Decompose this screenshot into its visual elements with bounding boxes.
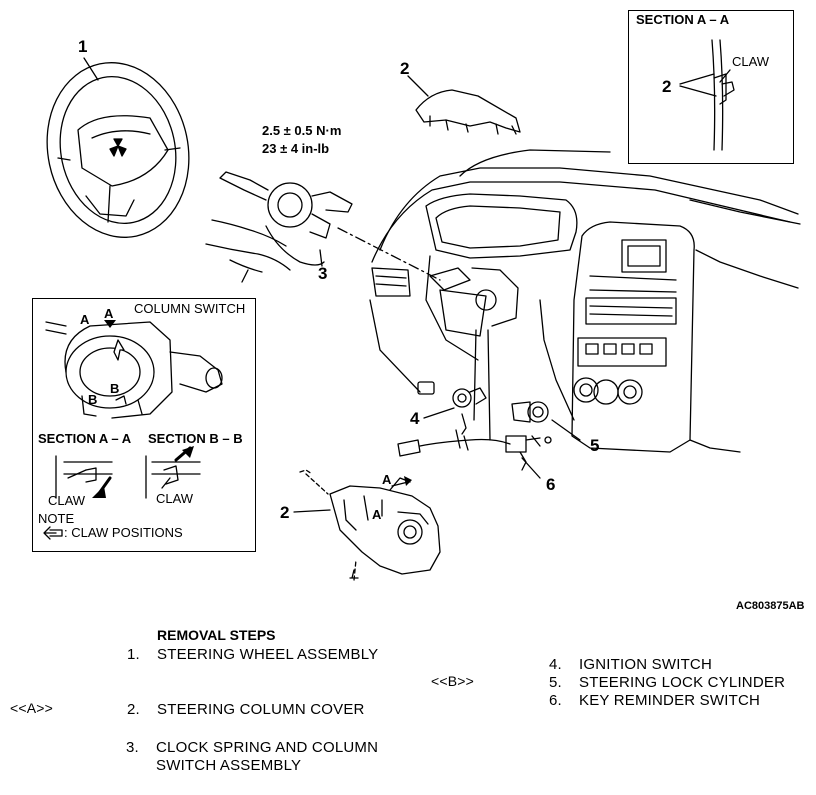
detail-box bbox=[32, 298, 256, 552]
figure-id: AC803875AB bbox=[736, 600, 805, 612]
torque-line-2: 23 ± 4 in-lb bbox=[262, 141, 330, 156]
detail-section-aa: SECTION A – A bbox=[38, 431, 132, 446]
ref-b: <<B>> bbox=[431, 673, 475, 689]
step-2-num: 2. bbox=[127, 701, 140, 718]
detail-note: NOTE bbox=[38, 511, 75, 526]
ignition-switch bbox=[417, 381, 487, 435]
section-box bbox=[628, 10, 794, 164]
callout-clock-spring: 3 bbox=[318, 264, 328, 283]
cover-mark-a-arrow: A bbox=[382, 472, 392, 487]
callout-column-cover-top: 2 bbox=[400, 59, 410, 78]
detail-column-switch: COLUMN SWITCH bbox=[134, 301, 246, 316]
section-box-art bbox=[679, 39, 735, 151]
detail-box-art bbox=[43, 321, 223, 540]
column-cover-lower bbox=[293, 469, 441, 581]
detail-mark-b1: B bbox=[110, 381, 120, 396]
callout-ignition-switch: 4 bbox=[410, 409, 420, 428]
step-1-text: STEERING WHEEL ASSEMBLY bbox=[157, 646, 379, 663]
step-4-num: 4. bbox=[549, 656, 562, 673]
step-4-text: IGNITION SWITCH bbox=[579, 656, 712, 673]
section-box-title: SECTION A – A bbox=[636, 12, 730, 27]
step-5-text: STEERING LOCK CYLINDER bbox=[579, 674, 786, 691]
key-reminder-switch bbox=[397, 429, 552, 479]
detail-claw-positions: : CLAW POSITIONS bbox=[64, 525, 183, 540]
callout-lock-cylinder: 5 bbox=[590, 436, 600, 455]
torque-line-1: 2.5 ± 0.5 N·m bbox=[262, 123, 342, 138]
callout-column-cover-bottom: 2 bbox=[280, 503, 290, 522]
cover-mark-a-inner: A bbox=[372, 507, 382, 522]
dashboard bbox=[369, 149, 801, 453]
step-6-text: KEY REMINDER SWITCH bbox=[579, 692, 761, 709]
clock-spring-assembly bbox=[205, 171, 441, 283]
step-3-num: 3. bbox=[126, 739, 139, 756]
step-2-text: STEERING COLUMN COVER bbox=[157, 701, 365, 718]
removal-steps-title: REMOVAL STEPS bbox=[157, 627, 276, 643]
callout-steering-wheel: 1 bbox=[78, 37, 88, 56]
detail-section-bb: SECTION B – B bbox=[148, 431, 243, 446]
callout-key-reminder: 6 bbox=[546, 475, 556, 494]
detail-mark-a1: A bbox=[80, 312, 90, 327]
step-5-num: 5. bbox=[549, 674, 562, 691]
step-3-text-cont: SWITCH ASSEMBLY bbox=[156, 757, 302, 774]
ref-a: <<A>> bbox=[10, 700, 54, 716]
column-cover-upper bbox=[407, 75, 521, 135]
detail-claw-left: CLAW bbox=[48, 493, 86, 508]
detail-claw-right: CLAW bbox=[156, 491, 194, 506]
lock-cylinder bbox=[511, 401, 581, 441]
steering-wheel bbox=[46, 57, 190, 238]
detail-mark-a2: A bbox=[104, 306, 114, 321]
step-3-text: CLOCK SPRING AND COLUMN bbox=[156, 739, 379, 756]
step-6-num: 6. bbox=[549, 692, 562, 709]
section-box-claw: CLAW bbox=[732, 54, 770, 69]
callout-section-claw: 2 bbox=[662, 77, 672, 96]
step-1-num: 1. bbox=[127, 646, 140, 663]
detail-mark-b2: B bbox=[88, 392, 98, 407]
